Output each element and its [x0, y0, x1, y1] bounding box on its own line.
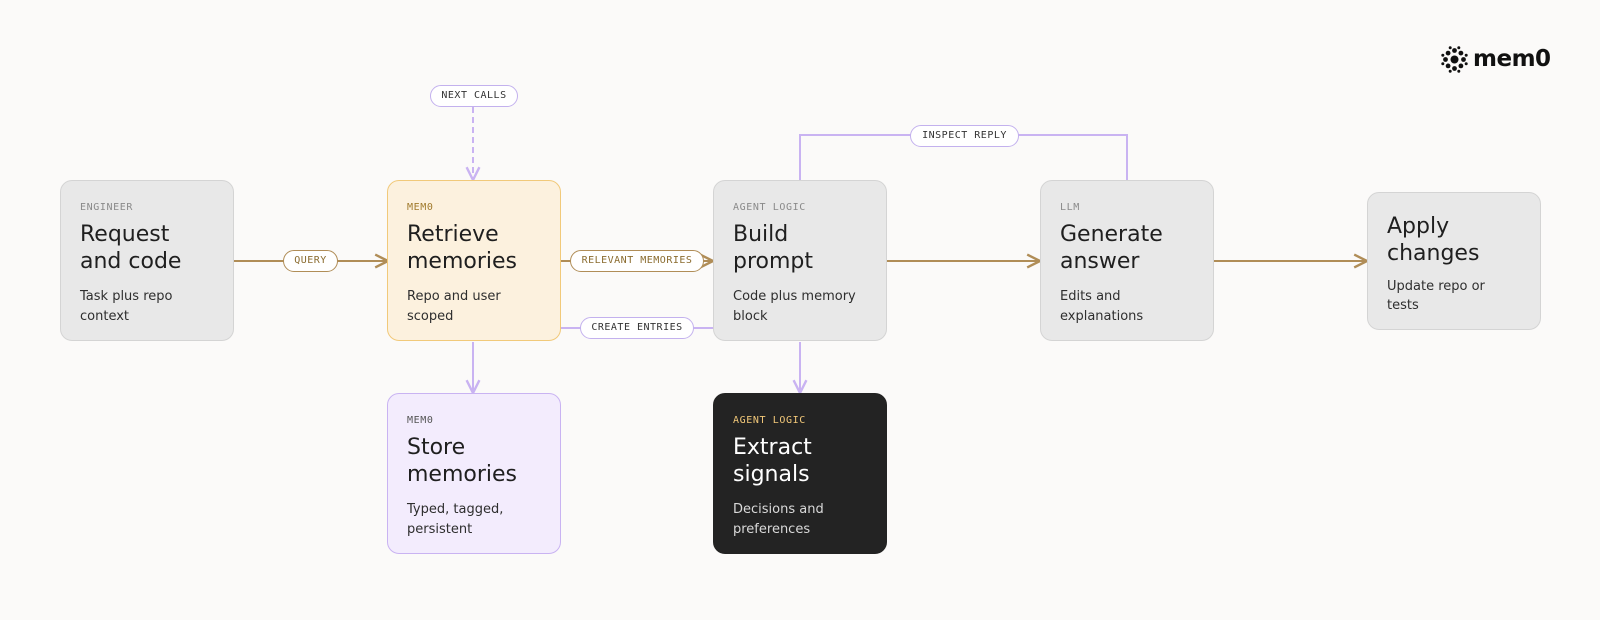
- node-kicker: AGENT LOGIC: [733, 415, 806, 426]
- node-kicker: LLM: [1060, 202, 1080, 213]
- logo-wordmark: mem0: [1473, 46, 1551, 72]
- node-title: Retrieve memories: [407, 222, 518, 274]
- node-store-memories: MEM0 Store memories Typed, tagged, persi…: [387, 393, 561, 554]
- node-description: Typed, tagged, persistent: [407, 502, 504, 537]
- node-retrieve-memories: MEM0 Retrieve memories Repo and user sco…: [387, 180, 561, 341]
- edge-label-create-entries: CREATE ENTRIES: [580, 317, 694, 339]
- node-title: Store memories: [407, 435, 518, 487]
- node-title: Extract signals: [733, 435, 812, 487]
- edge-label-inspect-reply: INSPECT REPLY: [910, 125, 1019, 147]
- node-description: Update repo or tests: [1387, 279, 1485, 313]
- node-apply-changes: Apply changes Update repo or tests: [1367, 192, 1541, 330]
- node-kicker: AGENT LOGIC: [733, 202, 806, 213]
- edge-label-query: QUERY: [283, 250, 338, 272]
- node-title: Build prompt: [733, 222, 814, 274]
- node-title: Generate answer: [1060, 222, 1163, 274]
- node-description: Repo and user scoped: [407, 289, 501, 324]
- node-build-prompt: AGENT LOGIC Build prompt Code plus memor…: [713, 180, 887, 341]
- edge-label-relevant-memories: RELEVANT MEMORIES: [570, 250, 704, 272]
- edge-label-next-calls: NEXT CALLS: [430, 85, 518, 107]
- node-kicker: MEM0: [407, 202, 434, 213]
- node-title: Apply changes: [1387, 214, 1480, 266]
- node-kicker: ENGINEER: [80, 202, 133, 213]
- node-description: Task plus repo context: [80, 289, 173, 324]
- node-kicker: MEM0: [407, 415, 434, 426]
- node-extract-signals: AGENT LOGIC Extract signals Decisions an…: [713, 393, 887, 554]
- node-description: Code plus memory block: [733, 289, 856, 324]
- node-title: Request and code: [80, 222, 182, 274]
- mem0-logo-icon: [1441, 45, 1468, 73]
- node-generate-answer: LLM Generate answer Edits and explanatio…: [1040, 180, 1214, 341]
- node-description: Edits and explanations: [1060, 289, 1144, 324]
- node-engineer: ENGINEER Request and code Task plus repo…: [60, 180, 234, 341]
- mem0-logo: mem0: [1441, 42, 1551, 76]
- node-description: Decisions and preferences: [733, 502, 824, 537]
